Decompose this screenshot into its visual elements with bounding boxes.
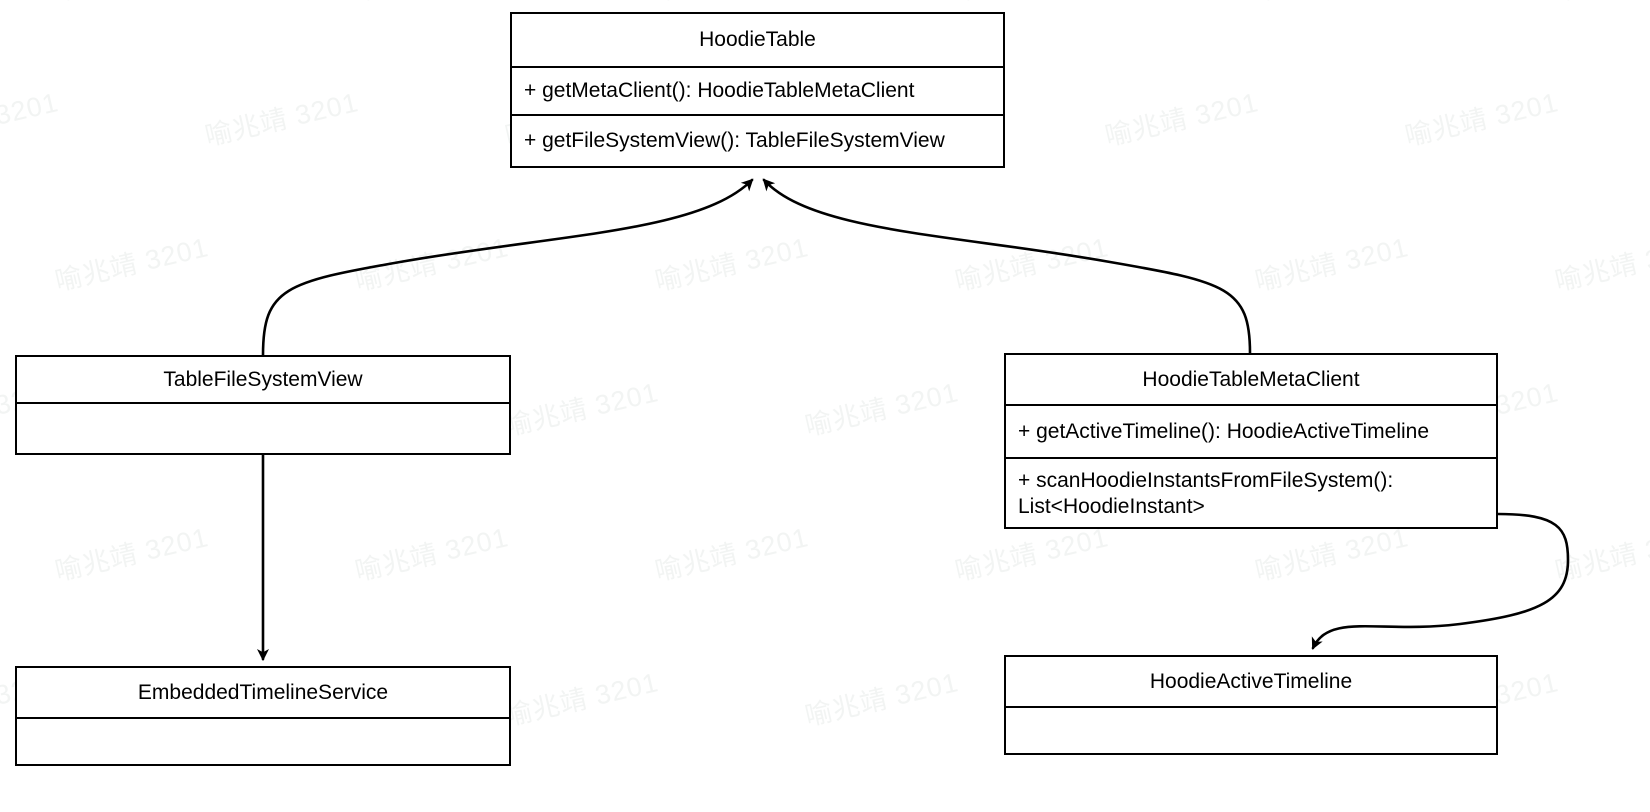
class-name-hoodie-table-meta-client: HoodieTableMetaClient xyxy=(1006,355,1496,406)
class-members-embedded-timeline-service xyxy=(17,719,509,764)
watermark-text: 喻兆靖 3201 xyxy=(51,0,212,9)
watermark-text: 喻兆靖 3201 xyxy=(351,805,512,812)
watermark-text: 喻兆靖 3201 xyxy=(1251,805,1412,812)
watermark-text: 喻兆靖 3201 xyxy=(0,87,62,151)
class-member-hoodie-table-0: + getMetaClient(): HoodieTableMetaClient xyxy=(512,68,1003,116)
class-members-hoodie-active-timeline xyxy=(1006,708,1496,753)
class-members-table-file-system-view xyxy=(17,404,509,453)
watermark-text: 喻兆靖 3201 xyxy=(951,805,1112,812)
watermark-text: 喻兆靖 3201 xyxy=(52,232,212,297)
watermark-text: 喻兆靖 3201 xyxy=(1402,87,1562,152)
watermark-text: 喻兆靖 3201 xyxy=(802,377,962,442)
watermark-text: 喻兆靖 3201 xyxy=(652,522,812,587)
watermark-text: 喻兆靖 3201 xyxy=(1251,0,1412,9)
watermark-text: 喻兆靖 3201 xyxy=(951,0,1112,9)
watermark-text: 喻兆靖 3201 xyxy=(1252,232,1412,297)
edge-table-file-system-view-to-hoodie-table xyxy=(261,178,754,357)
watermark-text: 喻兆靖 3201 xyxy=(1551,805,1650,812)
watermark-text: 喻兆靖 3201 xyxy=(51,805,212,812)
watermark-text: 喻兆靖 3201 xyxy=(652,232,812,297)
watermark-text: 喻兆靖 3201 xyxy=(502,667,662,732)
class-name-hoodie-active-timeline: HoodieActiveTimeline xyxy=(1006,657,1496,708)
watermark-text: 喻兆靖 3201 xyxy=(651,0,812,9)
watermark-text: 喻兆靖 3201 xyxy=(1551,0,1650,9)
edge-hoodie-table-meta-client-to-hoodie-table xyxy=(762,178,1252,355)
class-member-hoodie-table-meta-client-1: + scanHoodieInstantsFromFileSystem(): Li… xyxy=(1006,459,1496,527)
class-box-table-file-system-view[interactable]: TableFileSystemView xyxy=(15,355,511,455)
watermark-text: 喻兆靖 3201 xyxy=(52,522,212,587)
class-member-line-1: + scanHoodieInstantsFromFileSystem(): xyxy=(1018,469,1394,492)
watermark-text: 喻兆靖 3201 xyxy=(502,377,662,442)
edge-hoodie-table-meta-client-to-hoodie-active-timeline xyxy=(1311,512,1570,650)
watermark-text: 喻兆靖 3201 xyxy=(1552,522,1650,587)
watermark-text: 喻兆靖 3201 xyxy=(952,232,1112,297)
watermark-text: 喻兆靖 3201 xyxy=(202,87,362,152)
watermark-text: 喻兆靖 3201 xyxy=(802,667,962,732)
class-name-hoodie-table: HoodieTable xyxy=(512,14,1003,68)
class-name-table-file-system-view: TableFileSystemView xyxy=(17,357,509,404)
watermark-text: 喻兆靖 3201 xyxy=(1552,232,1650,297)
class-member-hoodie-table-meta-client-0: + getActiveTimeline(): HoodieActiveTimel… xyxy=(1006,406,1496,459)
watermark-text: 喻兆靖 3201 xyxy=(651,805,812,812)
class-box-hoodie-table[interactable]: HoodieTable + getMetaClient(): HoodieTab… xyxy=(510,12,1005,168)
class-member-hoodie-table-1: + getFileSystemView(): TableFileSystemVi… xyxy=(512,116,1003,166)
watermark-text: 喻兆靖 3201 xyxy=(352,232,512,297)
watermark-text: 喻兆靖 3201 xyxy=(352,522,512,587)
watermark-text: 喻兆靖 3201 xyxy=(1102,87,1262,152)
class-box-hoodie-table-meta-client[interactable]: HoodieTableMetaClient + getActiveTimelin… xyxy=(1004,353,1498,529)
class-name-embedded-timeline-service: EmbeddedTimelineService xyxy=(17,668,509,719)
class-box-embedded-timeline-service[interactable]: EmbeddedTimelineService xyxy=(15,666,511,766)
class-member-line-2: List<HoodieInstant> xyxy=(1018,494,1205,518)
watermark-text: 喻兆靖 3201 xyxy=(351,0,512,9)
class-box-hoodie-active-timeline[interactable]: HoodieActiveTimeline xyxy=(1004,655,1498,755)
